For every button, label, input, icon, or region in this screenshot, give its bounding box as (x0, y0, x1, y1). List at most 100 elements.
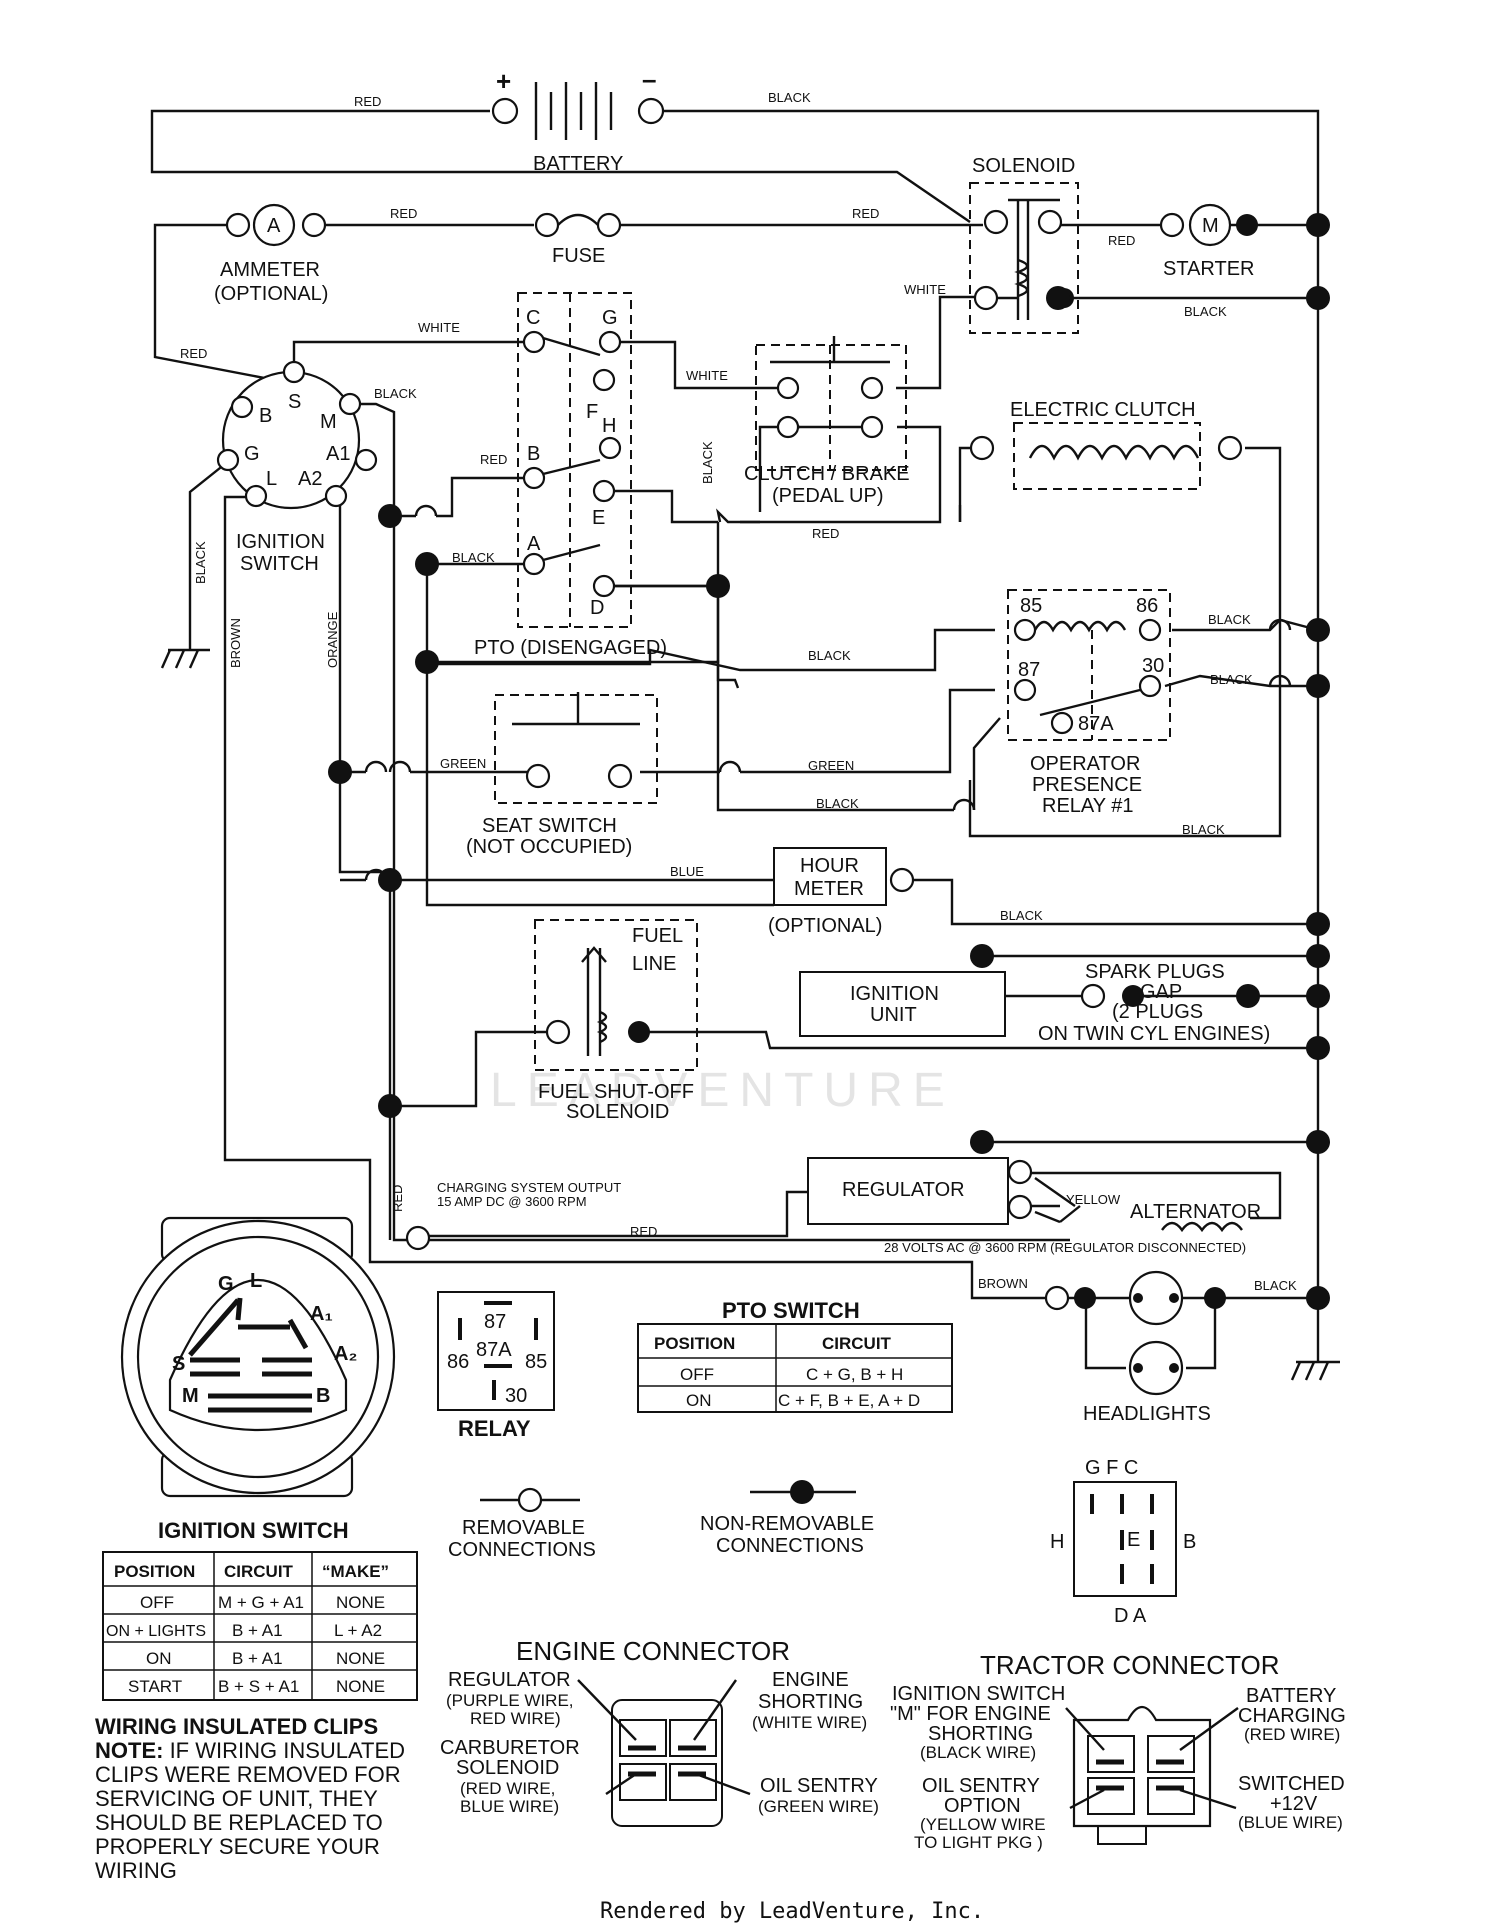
pto-conn-bottom: D A (1114, 1605, 1147, 1627)
clips-line: CLIPS WERE REMOVED FOR (95, 1762, 401, 1787)
pto-table-title: PTO SWITCH (722, 1298, 860, 1323)
fuel-shutoff-solenoid: FUEL LINE FUEL SHUT-OFF SOLENOID (534, 919, 698, 1123)
pto-switch: C G F H B E A D PTO (DISENGAGED) (474, 292, 667, 659)
wire-label-red: RED (390, 1185, 405, 1212)
headlights: HEADLIGHTS (1044, 1270, 1226, 1425)
clips-line: SHOULD BE REPLACED TO (95, 1810, 383, 1835)
ammeter-optional: (OPTIONAL) (214, 283, 328, 305)
face-g: G (218, 1273, 234, 1295)
fso-label-1: FUEL SHUT-OFF (538, 1081, 694, 1103)
ground-symbol-right (1290, 1360, 1340, 1381)
ign-td: NONE (336, 1593, 385, 1612)
eng-oil-2: (GREEN WIRE) (758, 1797, 879, 1816)
clips-note-bold: NOTE: (95, 1738, 163, 1763)
seat-label-1: SEAT SWITCH (482, 815, 617, 837)
relay-sym-title: RELAY (458, 1416, 531, 1441)
pto-pin-b: B (527, 443, 540, 465)
eng-carb-4: BLUE WIRE) (460, 1797, 559, 1816)
watermark: LEADVENTURE (490, 1064, 955, 1117)
clips-line: WIRING (95, 1858, 177, 1883)
pto-conn-b: B (1183, 1531, 1196, 1553)
legend-removable-1: REMOVABLE (462, 1517, 585, 1539)
pto-pin-d: D (590, 597, 604, 619)
battery-minus: – (642, 64, 656, 94)
wire-label-black: BLACK (768, 90, 811, 105)
eng-carb-3: (RED WIRE, (460, 1779, 555, 1798)
ammeter-label: AMMETER (220, 259, 320, 281)
hour-label-2: METER (794, 878, 864, 900)
regulator-label: REGULATOR (842, 1179, 965, 1201)
clutch-label-2: (PEDAL UP) (772, 485, 884, 507)
eng-carb-2: SOLENOID (456, 1757, 559, 1779)
ign-pin-a1: A1 (326, 443, 350, 465)
wire-labels: RED BLACK RED RED RED WHITE BLACK WHITE … (180, 90, 1297, 1293)
fuse: FUSE (534, 212, 622, 267)
ground-symbol-left (160, 648, 210, 669)
engine-connector: ENGINE CONNECTOR REGULATOR (PURPLE WIRE,… (440, 1636, 879, 1827)
wire-label-red: RED (480, 452, 507, 467)
ign-td: B + A1 (232, 1621, 283, 1640)
wire-label-red: RED (630, 1224, 657, 1239)
opr-label-3: RELAY #1 (1042, 795, 1134, 817)
relay-pin-30: 30 (1142, 655, 1164, 677)
solenoid-label: SOLENOID (972, 155, 1075, 177)
eng-reg-3: RED WIRE) (470, 1709, 561, 1728)
eng-oil-1: OIL SENTRY (760, 1775, 878, 1797)
wire-label-black: BLACK (816, 796, 859, 811)
face-a1: A₁ (310, 1303, 333, 1325)
wire-label-green: GREEN (808, 758, 854, 773)
spark-label-2: GAP (1140, 981, 1182, 1003)
alternator-note: 28 VOLTS AC @ 3600 RPM (REGULATOR DISCON… (884, 1240, 1246, 1255)
charging-note-2: 15 AMP DC @ 3600 RPM (437, 1194, 587, 1209)
pto-conn-h: H (1050, 1531, 1064, 1553)
spark-plugs: SPARK PLUGS GAP (2 PLUGS ON TWIN CYL ENG… (1038, 961, 1270, 1045)
relay-sym-87a: 87A (476, 1339, 512, 1361)
connection-legend: REMOVABLE CONNECTIONS NON-REMOVABLE CONN… (448, 1480, 874, 1561)
starter-m: M (1202, 215, 1219, 237)
spark-label-4: ON TWIN CYL ENGINES) (1038, 1023, 1270, 1045)
wire-label-white: WHITE (686, 368, 728, 383)
pto-switch-table: PTO SWITCH POSITION CIRCUIT OFF C + G, B… (637, 1298, 953, 1413)
ign-td: START (128, 1677, 182, 1696)
relay-pin-87: 87 (1018, 659, 1040, 681)
ign-td: ON (146, 1649, 172, 1668)
trac-ign-4: (BLACK WIRE) (920, 1743, 1036, 1762)
face-s: S (172, 1353, 185, 1375)
pto-td: C + F, B + E, A + D (778, 1391, 920, 1410)
relay-pin-86: 86 (1136, 595, 1158, 617)
wire-label-yellow: YELLOW (1066, 1192, 1121, 1207)
clips-line: SERVICING OF UNIT, THEY (95, 1786, 378, 1811)
pto-td: C + G, B + H (806, 1365, 903, 1384)
legend-nonremovable-2: CONNECTIONS (716, 1535, 864, 1557)
wire-label-white: WHITE (904, 282, 946, 297)
ignition-switch-face: G L A₁ S A₂ M B (120, 1216, 396, 1498)
fso-label-2: SOLENOID (566, 1101, 669, 1123)
svg-text:NOTE: IF WIRING INSULATED: NOTE: IF WIRING INSULATED (95, 1738, 405, 1763)
spark-label-1: SPARK PLUGS (1085, 961, 1225, 983)
pto-label: PTO (DISENGAGED) (474, 637, 667, 659)
wire-label-red: RED (852, 206, 879, 221)
relay-sym-85: 85 (525, 1351, 547, 1373)
pto-pin-c: C (526, 307, 540, 329)
eng-carb-1: CARBURETOR (440, 1737, 580, 1759)
trac-oil-2: OPTION (944, 1795, 1021, 1817)
eng-engine-1: ENGINE (772, 1669, 849, 1691)
fuel-line-label-2: LINE (632, 953, 676, 975)
clutch-label-1: CLUTCH / BRAKE (744, 463, 910, 485)
wire-label-brown: BROWN (978, 1276, 1028, 1291)
ammeter-a: A (267, 215, 281, 237)
hour-label-1: HOUR (800, 855, 859, 877)
wire-label-black: BLACK (1210, 672, 1253, 687)
pto-connector: G F C H B E D A (1050, 1457, 1196, 1627)
face-b: B (316, 1385, 330, 1407)
seat-label-2: (NOT OCCUPIED) (466, 836, 632, 858)
wiring-clips-note: WIRING INSULATED CLIPS NOTE: IF WIRING I… (95, 1714, 405, 1883)
trac-bat-3: (RED WIRE) (1244, 1725, 1340, 1744)
clips-line: PROPERLY SECURE YOUR (95, 1834, 380, 1859)
pto-pin-e: E (592, 507, 605, 529)
wire-label-black: BLACK (1184, 304, 1227, 319)
trac-oil-4: TO LIGHT PKG ) (914, 1833, 1043, 1852)
regulator: REGULATOR (405, 1157, 1033, 1251)
junction-dots (328, 213, 1330, 1310)
